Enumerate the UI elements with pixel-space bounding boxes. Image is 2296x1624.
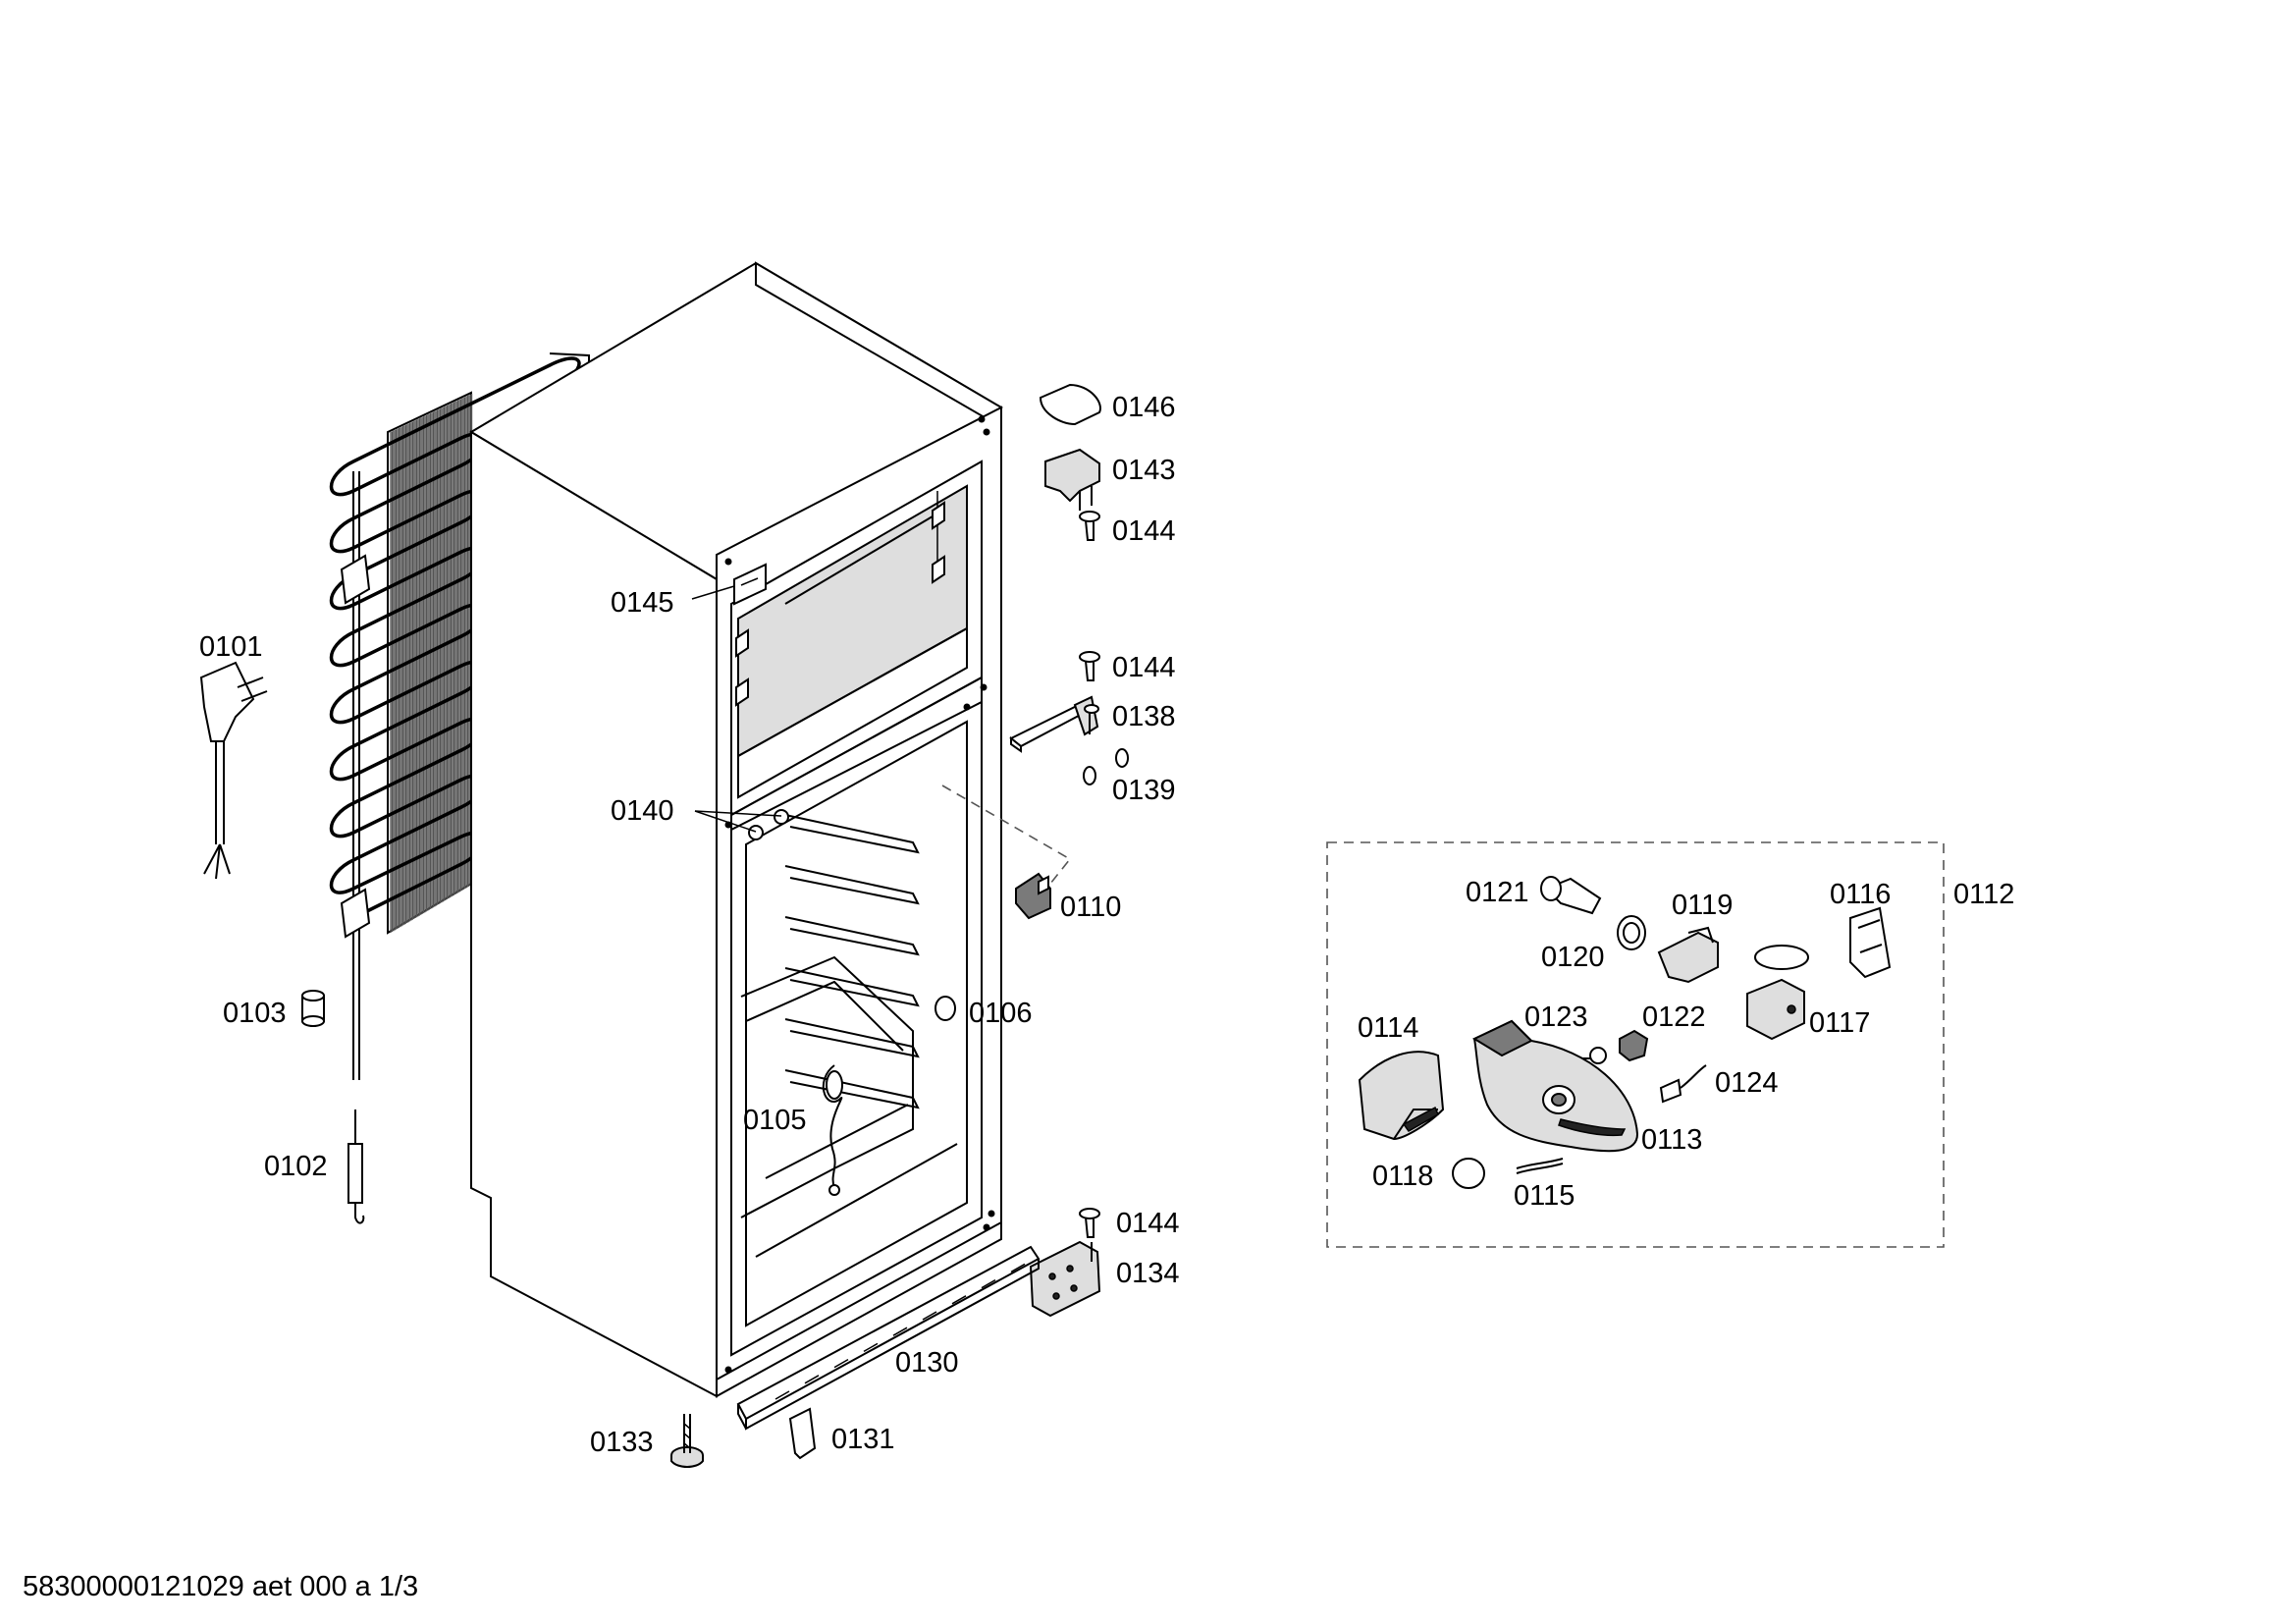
screw-part bbox=[1079, 511, 1100, 541]
washer-part bbox=[1115, 748, 1129, 768]
plug-cap-part bbox=[934, 996, 956, 1021]
label-0101: 0101 bbox=[199, 631, 263, 663]
label-0120: 0120 bbox=[1541, 942, 1605, 973]
label-0116: 0116 bbox=[1830, 879, 1891, 910]
label-0114: 0114 bbox=[1358, 1012, 1418, 1044]
label-0130: 0130 bbox=[895, 1347, 959, 1379]
sensor-wire-part bbox=[822, 1064, 843, 1196]
pin-part bbox=[774, 809, 789, 825]
document-code-footer: 58300000121029 aet 000 a 1/3 bbox=[23, 1571, 418, 1602]
shelf-rail bbox=[784, 1069, 920, 1110]
top-hinge-part bbox=[1044, 448, 1100, 511]
shelf-rail bbox=[784, 1018, 920, 1058]
label-0143: 0143 bbox=[1112, 455, 1176, 486]
condenser-coil bbox=[329, 352, 590, 1080]
label-0112: 0112 bbox=[1953, 879, 2014, 910]
hinge-cover-part bbox=[788, 1407, 817, 1460]
thermostat-light-assembly bbox=[1326, 841, 1945, 1248]
shelf-rail bbox=[784, 967, 920, 1007]
label-0121: 0121 bbox=[1466, 877, 1529, 908]
label-0117: 0117 bbox=[1809, 1007, 1870, 1039]
label-0110: 0110 bbox=[1060, 892, 1121, 923]
label-0131: 0131 bbox=[831, 1424, 895, 1455]
shelf-rail bbox=[784, 865, 920, 905]
label-0123: 0123 bbox=[1524, 1001, 1588, 1033]
label-0113: 0113 bbox=[1641, 1124, 1702, 1156]
shelf-rail bbox=[784, 916, 920, 956]
part-labels: 0146 0143 0144 0145 0101 0144 0138 0139 … bbox=[199, 392, 2014, 1458]
shelf-rail bbox=[784, 814, 920, 854]
cover-pad-part bbox=[1039, 383, 1101, 426]
screw-part bbox=[1079, 651, 1100, 681]
label-0138: 0138 bbox=[1112, 701, 1176, 732]
label-0118: 0118 bbox=[1372, 1161, 1433, 1192]
label-0139: 0139 bbox=[1112, 775, 1176, 806]
label-0102: 0102 bbox=[264, 1151, 328, 1182]
label-0124: 0124 bbox=[1715, 1067, 1779, 1099]
bushing-part bbox=[301, 990, 325, 1027]
refrigerator-cabinet bbox=[469, 261, 1003, 1398]
pin-part bbox=[748, 825, 764, 840]
washer-part bbox=[1083, 766, 1096, 785]
label-0133: 0133 bbox=[590, 1427, 654, 1458]
label-0140: 0140 bbox=[611, 795, 674, 827]
label-0106: 0106 bbox=[969, 998, 1033, 1029]
label-0146: 0146 bbox=[1112, 392, 1176, 423]
label-0134: 0134 bbox=[1116, 1258, 1180, 1289]
label-0115: 0115 bbox=[1514, 1180, 1575, 1212]
power-cord-part bbox=[199, 661, 268, 880]
label-0105: 0105 bbox=[743, 1105, 807, 1136]
adjustable-foot-part bbox=[670, 1414, 704, 1468]
label-0103: 0103 bbox=[223, 998, 287, 1029]
screw-part bbox=[1079, 1208, 1100, 1238]
label-0122: 0122 bbox=[1642, 1001, 1706, 1033]
base-rail-part bbox=[736, 1245, 1041, 1431]
middle-hinge-part bbox=[1009, 695, 1099, 753]
label-0144: 0144 bbox=[1112, 652, 1176, 683]
label-0144: 0144 bbox=[1116, 1208, 1180, 1239]
filter-drier-part bbox=[347, 1110, 365, 1224]
door-switch-part bbox=[941, 785, 1072, 920]
label-0144: 0144 bbox=[1112, 515, 1176, 547]
label-0119: 0119 bbox=[1672, 890, 1733, 921]
label-0145: 0145 bbox=[611, 587, 674, 619]
bottom-hinge-part bbox=[1029, 1240, 1101, 1318]
